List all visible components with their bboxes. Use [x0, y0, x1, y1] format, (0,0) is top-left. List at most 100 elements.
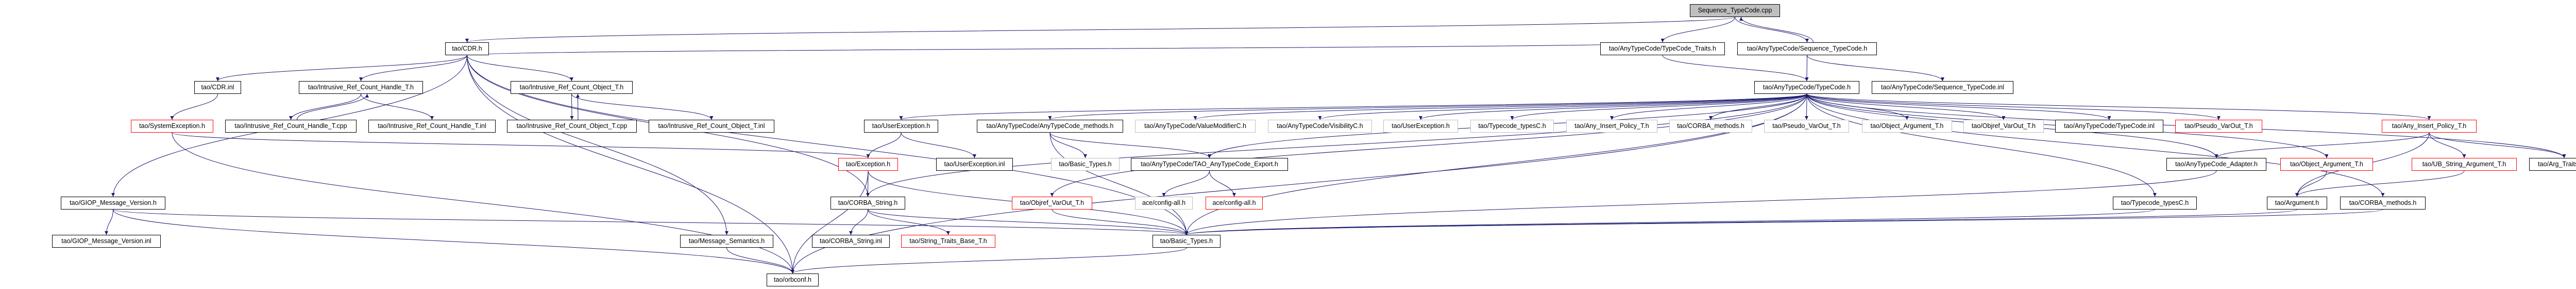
edge-n27-to-n35 — [2429, 132, 2566, 158]
node-tao-intrusive-ref-count-object-t-cpp[interactable]: tao/Intrusive_Ref_Count_Object_T.cpp — [507, 120, 637, 133]
edge-n2-to-n7 — [1662, 55, 1809, 82]
edge-n3-to-n0 — [1739, 17, 1814, 43]
edge-n7-to-n15 — [1048, 93, 1807, 120]
node-tao-intrusive-ref-count-object-t-inl[interactable]: tao/Intrusive_Ref_Count_Object_T.inl — [649, 120, 774, 133]
node-tao-anytypecode-adapter-h[interactable]: tao/AnyTypeCode_Adapter.h — [2166, 158, 2266, 171]
node-tao-anytypecode-visibilityc-h[interactable]: tao/AnyTypeCode/VisibilityC.h — [1268, 120, 1372, 133]
node-tao-objref-varout-t-h[interactable]: tao/Objref_VarOut_T.h — [1963, 120, 2044, 133]
node-tao-basic-types-h[interactable]: tao/Basic_Types.h — [1153, 235, 1221, 248]
node-tao-anytypecode-typecode-traits-h[interactable]: tao/AnyTypeCode/TypeCode_Traits.h — [1600, 42, 1725, 55]
node-sequence-typecode-cpp[interactable]: Sequence_TypeCode.cpp — [1690, 4, 1780, 17]
node-tao-userexception-h[interactable]: tao/UserException.h — [1383, 120, 1458, 133]
node-tao-corba-methods-h[interactable]: tao/CORBA_methods.h — [2340, 197, 2426, 210]
node-tao-orbconf-h[interactable]: tao/orbconf.h — [767, 274, 819, 286]
edge-n15-to-n48 — [1049, 132, 1189, 235]
edge-n7-to-n18 — [1419, 93, 1807, 120]
edge-n48-to-n49 — [791, 247, 1187, 274]
node-tao-intrusive-ref-count-handle-t-h[interactable]: tao/Intrusive_Ref_Count_Handle_T.h — [299, 81, 423, 94]
edge-n1-to-n4 — [216, 55, 467, 82]
edge-n36-to-n44 — [105, 209, 113, 235]
edge-n14-to-n28 — [866, 132, 902, 158]
node-tao-typecode-typesc-h[interactable]: tao/Typecode_typesC.h — [1470, 120, 1554, 133]
node-tao-intrusive-ref-count-handle-t-inl[interactable]: tao/Intrusive_Ref_Count_Handle_T.inl — [368, 120, 496, 133]
edge-n7-to-n43 — [1806, 93, 2385, 197]
edge-n32-to-n48 — [1184, 170, 2217, 235]
edge-n10-to-n5 — [297, 93, 369, 120]
node-tao-corba-string-h[interactable]: tao/CORBA_String.h — [831, 197, 905, 210]
node-tao-ub-string-argument-t-h[interactable]: tao/UB_String_Argument_T.h — [2412, 158, 2517, 171]
node-tao-anytypecode-tao-anytypecode-export-h[interactable]: tao/AnyTypeCode/TAO_AnyTypeCode_Export.h — [1131, 158, 1288, 171]
edge-n33-to-n42 — [2295, 170, 2327, 197]
node-tao-any-insert-policy-t-h[interactable]: tao/Any_Insert_Policy_T.h — [2382, 120, 2477, 133]
edge-n7-to-n14 — [899, 93, 1807, 120]
edge-n27-to-n32 — [2214, 132, 2430, 158]
node-tao-pseudo-varout-t-h[interactable]: tao/Pseudo_VarOut_T.h — [1764, 120, 1849, 133]
node-tao-string-traits-base-t-h[interactable]: tao/String_Traits_Base_T.h — [901, 235, 995, 248]
node-tao-exception-h[interactable]: tao/Exception.h — [838, 158, 898, 171]
edge-n5-to-n11 — [361, 93, 434, 120]
node-tao-userexception-inl[interactable]: tao/UserException.inl — [936, 158, 1013, 171]
node-tao-cdr-h[interactable]: tao/CDR.h — [445, 42, 489, 55]
node-tao-object-argument-t-h[interactable]: tao/Object_Argument_T.h — [1862, 120, 1952, 133]
edge-n0-to-n2 — [1660, 17, 1735, 43]
edge-n43-to-n48 — [1185, 209, 2383, 235]
edge-n7-to-n37 — [866, 93, 1807, 197]
node-tao-anytypecode-anytypecode-methods-h[interactable]: tao/AnyTypeCode/AnyTypeCode_methods.h — [977, 120, 1123, 133]
edge-n7-to-n26 — [1806, 93, 2221, 120]
edge-n9-to-n28 — [172, 132, 870, 158]
node-tao-object-argument-t-h[interactable]: tao/Object_Argument_T.h — [2280, 158, 2373, 171]
node-tao-typecode-typesc-h[interactable]: tao/Typecode_typesC.h — [2113, 197, 2197, 210]
edge-n36-to-n48 — [113, 209, 1188, 235]
edge-n12-to-n6 — [576, 93, 580, 120]
node-tao-corba-methods-h[interactable]: tao/CORBA_methods.h — [1669, 120, 1752, 133]
edge-n1-to-n5 — [359, 55, 467, 82]
node-tao-basic-types-h[interactable]: tao/Basic_Types.h — [1051, 158, 1120, 171]
node-tao-intrusive-ref-count-object-t-h[interactable]: tao/Intrusive_Ref_Count_Object_T.h — [511, 81, 633, 94]
edge-n0-to-n3 — [1735, 17, 1809, 43]
node-tao-anytypecode-sequence-typecode-h[interactable]: tao/AnyTypeCode/Sequence_TypeCode.h — [1737, 42, 1877, 55]
edge-n34-to-n42 — [2295, 170, 2465, 197]
edge-n2-to-n1 — [472, 42, 1669, 56]
node-tao-any-insert-policy-t-h[interactable]: tao/Any_Insert_Policy_T.h — [1566, 120, 1657, 133]
node-tao-pseudo-varout-t-h[interactable]: tao/Pseudo_VarOut_T.h — [2175, 120, 2262, 133]
node-tao-anytypecode-sequence-typecode-inl[interactable]: tao/AnyTypeCode/Sequence_TypeCode.inl — [1872, 81, 2013, 94]
node-ace-config-all-h[interactable]: ace/config-all.h — [1135, 197, 1193, 210]
node-tao-giop-message-version-h[interactable]: tao/GIOP_Message_Version.h — [61, 197, 165, 210]
edge-n45-to-n49 — [726, 247, 794, 274]
edge-n5-to-n10 — [289, 93, 361, 120]
edge-n7-to-n19 — [1510, 93, 1807, 120]
edge-n37-to-n48 — [868, 209, 1189, 235]
node-tao-objref-varout-t-h[interactable]: tao/Objref_VarOut_T.h — [1012, 197, 1092, 210]
edge-n41-to-n48 — [1185, 209, 2155, 235]
edge-n3-to-n8 — [1807, 55, 1944, 82]
node-tao-message-semantics-h[interactable]: tao/Message_Semantics.h — [680, 235, 773, 248]
node-tao-intrusive-ref-count-handle-t-cpp[interactable]: tao/Intrusive_Ref_Count_Handle_T.cpp — [225, 120, 357, 133]
edge-n36-to-n49 — [113, 209, 794, 274]
edge-n7-to-n27 — [1806, 93, 2431, 120]
edge-n7-to-n25 — [1806, 93, 2111, 120]
edge-n7-to-n41 — [1806, 93, 2157, 197]
edge-n28-to-n49 — [791, 170, 869, 274]
node-tao-userexception-h[interactable]: tao/UserException.h — [864, 120, 938, 133]
edge-n31-to-n40 — [1209, 170, 1236, 197]
node-tao-cdr-inl[interactable]: tao/CDR.inl — [194, 81, 241, 94]
edge-n1-to-n6 — [467, 55, 573, 82]
node-tao-systemexception-h[interactable]: tao/SystemException.h — [131, 120, 213, 133]
node-tao-anytypecode-valuemodifierc-h[interactable]: tao/AnyTypeCode/ValueModifierC.h — [1135, 120, 1256, 133]
edge-n37-to-n47 — [868, 209, 950, 235]
node-tao-corba-string-inl[interactable]: tao/CORBA_String.inl — [812, 235, 890, 248]
edge-n38-to-n48 — [1052, 209, 1189, 235]
node-tao-argument-h[interactable]: tao/Argument.h — [2267, 197, 2327, 210]
node-tao-anytypecode-typecode-h[interactable]: tao/AnyTypeCode/TypeCode.h — [1754, 81, 1859, 94]
edge-n6-to-n13 — [571, 93, 714, 120]
node-ace-config-all-h[interactable]: ace/config-all.h — [1206, 197, 1263, 210]
edge-n15-to-n31 — [1049, 132, 1211, 158]
node-tao-giop-message-version-inl[interactable]: tao/GIOP_Message_Version.inl — [52, 235, 161, 248]
edge-n7-to-n17 — [1318, 93, 1807, 120]
edge-n7-to-n16 — [1193, 93, 1807, 120]
edge-n7-to-n20 — [1610, 93, 1807, 120]
node-tao-anytypecode-typecode-inl[interactable]: tao/AnyTypeCode/TypeCode.inl — [2055, 120, 2163, 133]
node-tao-arg-traits-t-h[interactable]: tao/Arg_Traits_T.h — [2529, 158, 2576, 171]
